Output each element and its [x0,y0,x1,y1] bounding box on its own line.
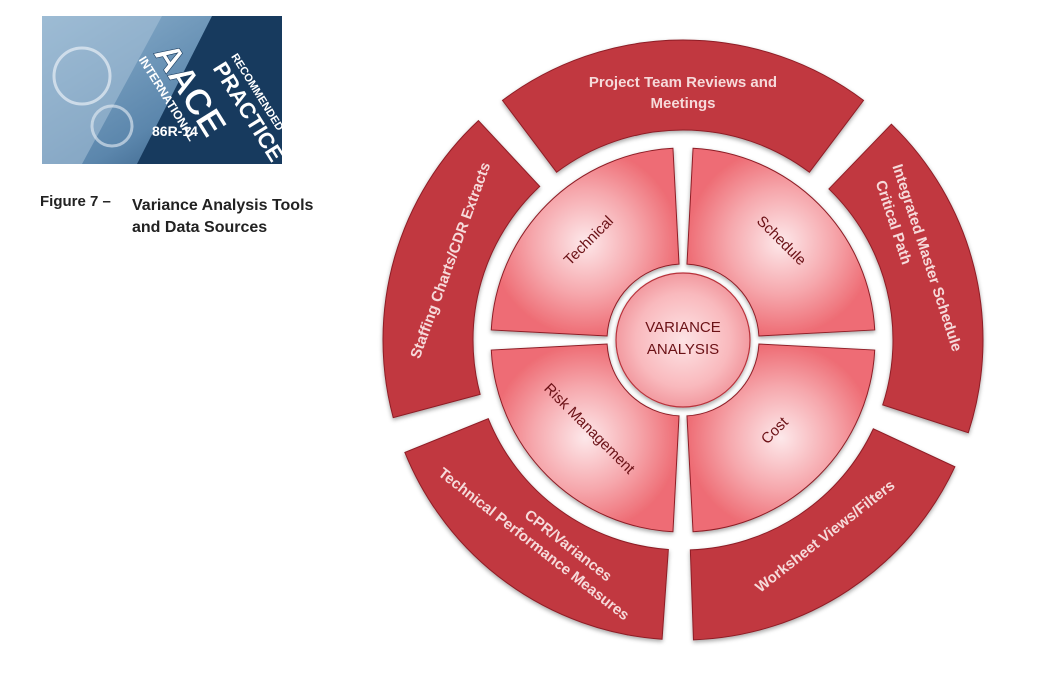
inner-segment-cost [686,343,876,533]
outer-ring [382,39,984,641]
outer-segment-worksheet-views [689,428,956,641]
aace-logo-graphic: AACE INTERNATIONAL RECOMMENDED PRACTICE … [42,16,282,164]
center-hub [615,272,751,408]
outer-label-project-team-line-1: Project Team Reviews and [589,74,777,91]
inner-segment-technical [490,147,680,337]
outer-label-project-team-line-2: Meetings [650,95,715,112]
logo-code: 86R-14 [152,123,198,139]
hub-label-line-1: VARIANCE [645,319,721,336]
outer-segment-integrated-master-schedule [828,123,984,434]
figure-title-line-1: Variance Analysis Tools [132,197,314,214]
outer-segment-project-team-reviews [501,39,865,173]
hub-label-line-2: ANALYSIS [647,341,719,358]
figure-title: Variance Analysis Tools and Data Sources [132,195,332,239]
figure-title-line-2: and Data Sources [132,219,268,236]
aace-logo: AACE INTERNATIONAL RECOMMENDED PRACTICE … [42,16,282,164]
outer-segment-cpr-variances [404,418,669,640]
outer-segment-staffing-charts [382,119,541,419]
inner-ring [490,147,876,533]
figure-number: Figure 7 – [40,193,111,210]
inner-segment-risk-management [490,343,680,533]
inner-segment-schedule [686,147,876,337]
